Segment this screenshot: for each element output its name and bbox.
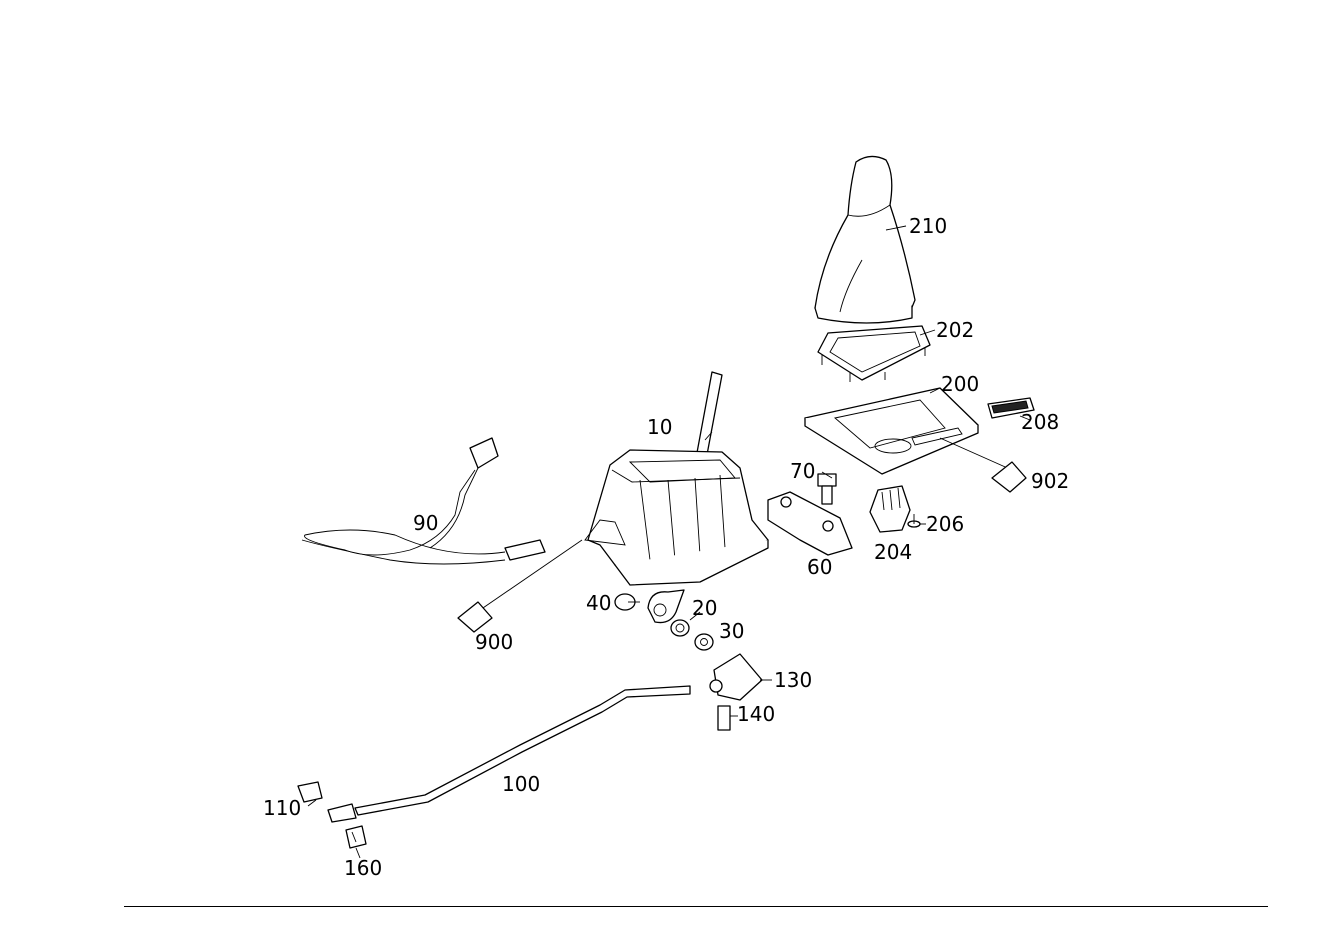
part-60-bracket <box>767 491 853 556</box>
part-140-spring <box>717 705 731 731</box>
callout-900: 900 <box>475 630 514 654</box>
part-20-bushing <box>647 589 690 637</box>
callout-90: 90 <box>413 511 439 535</box>
callout-70: 70 <box>790 459 816 483</box>
part-202-trim-frame <box>817 325 931 382</box>
part-200-cover-panel <box>804 387 979 475</box>
callout-10: 10 <box>647 415 673 439</box>
part-110-cap <box>297 781 323 803</box>
callout-200: 200 <box>941 372 980 396</box>
callout-160: 160 <box>344 856 383 880</box>
part-900-tag <box>457 539 583 633</box>
part-10-shifter-housing <box>584 371 769 586</box>
part-902-tag <box>939 437 1027 493</box>
part-210-shift-boot <box>814 155 916 324</box>
footer-rule <box>124 906 1268 907</box>
callout-902: 902 <box>1031 469 1070 493</box>
part-206-screw <box>907 514 921 528</box>
callout-206: 206 <box>926 512 965 536</box>
part-130-cable-bracket <box>709 653 763 701</box>
callout-140: 140 <box>737 702 776 726</box>
callout-210: 210 <box>909 214 948 238</box>
part-30-washer <box>694 633 714 651</box>
callout-208: 208 <box>1021 410 1060 434</box>
callout-130: 130 <box>774 668 813 692</box>
callout-204: 204 <box>874 540 913 564</box>
part-208-switch <box>987 397 1035 419</box>
part-100-shift-cable <box>327 685 691 823</box>
part-90-wiring-harness <box>301 437 546 565</box>
callout-60: 60 <box>807 555 833 579</box>
callout-20: 20 <box>692 596 718 620</box>
callout-110: 110 <box>263 796 302 820</box>
callout-100: 100 <box>502 772 541 796</box>
part-70-bolt <box>817 473 837 505</box>
callout-30: 30 <box>719 619 745 643</box>
part-160-clip <box>345 825 367 849</box>
part-204-actuator <box>869 485 911 533</box>
callout-40: 40 <box>586 591 612 615</box>
callout-202: 202 <box>936 318 975 342</box>
